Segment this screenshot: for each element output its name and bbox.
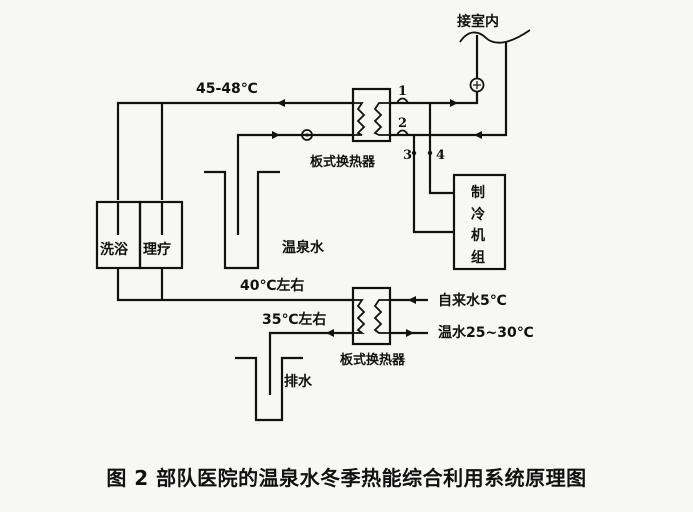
valve-1-icon bbox=[396, 97, 409, 104]
valve-2-icon bbox=[396, 129, 409, 136]
chiller-label-4: 组 bbox=[471, 249, 485, 266]
bath-therapy-units bbox=[95, 200, 184, 270]
flow-arrow-icon bbox=[326, 329, 334, 337]
flow-arrow-icon bbox=[408, 296, 416, 304]
return-line-40 bbox=[116, 268, 353, 302]
valve-4-icon bbox=[427, 150, 433, 156]
drain-well bbox=[235, 356, 303, 422]
indoor-label: 接室内 bbox=[457, 13, 499, 30]
hx-top-label: 板式换热器 bbox=[310, 154, 376, 170]
supply-line-top bbox=[116, 99, 353, 200]
plate-heat-exchanger-bottom bbox=[351, 286, 392, 346]
flow-arrow-icon bbox=[450, 99, 458, 107]
chiller-connections bbox=[411, 103, 454, 234]
pump-icon bbox=[301, 129, 313, 141]
hot-spring-well bbox=[204, 170, 280, 270]
temp-label-35: 35℃左右 bbox=[262, 311, 326, 328]
port-2-label: 2 bbox=[398, 116, 407, 131]
chiller-label-2: 冷 bbox=[471, 206, 485, 223]
port-1-label: 1 bbox=[398, 84, 407, 99]
temp-label-40: 40℃左右 bbox=[240, 277, 304, 294]
pump-icon bbox=[469, 77, 485, 93]
plate-heat-exchanger-top bbox=[351, 87, 392, 143]
flow-arrow-icon bbox=[406, 329, 414, 337]
tap-water-lines bbox=[390, 296, 428, 337]
indoor-loop bbox=[390, 29, 531, 139]
figure-caption: 图 2 部队医院的温泉水冬季热能综合利用系统原理图 bbox=[106, 466, 587, 490]
port-3-label: 3 bbox=[403, 148, 412, 163]
bath-label: 洗浴 bbox=[100, 241, 129, 258]
hot-spring-line bbox=[236, 129, 353, 235]
temp-label-top: 45-48℃ bbox=[196, 81, 258, 97]
valve-3-icon bbox=[411, 150, 417, 156]
warm-water-label: 温水25~30℃ bbox=[438, 324, 534, 341]
chiller-label-1: 制 bbox=[471, 184, 485, 201]
flow-arrow-icon bbox=[272, 131, 280, 139]
indoor-connection-wave bbox=[459, 29, 531, 44]
hx-bottom-label: 板式换热器 bbox=[340, 352, 406, 368]
chiller-unit-box bbox=[452, 173, 507, 271]
drain-line-35 bbox=[268, 329, 353, 395]
therapy-label: 理疗 bbox=[143, 241, 171, 258]
flow-arrow-icon bbox=[277, 99, 285, 107]
tap-water-label: 自来水5℃ bbox=[438, 292, 507, 309]
chiller-label-3: 机 bbox=[471, 227, 485, 244]
port-4-label: 4 bbox=[436, 148, 445, 163]
flow-arrow-icon bbox=[474, 131, 482, 139]
hot-spring-label: 温泉水 bbox=[282, 239, 325, 256]
drain-label: 排水 bbox=[284, 373, 313, 390]
